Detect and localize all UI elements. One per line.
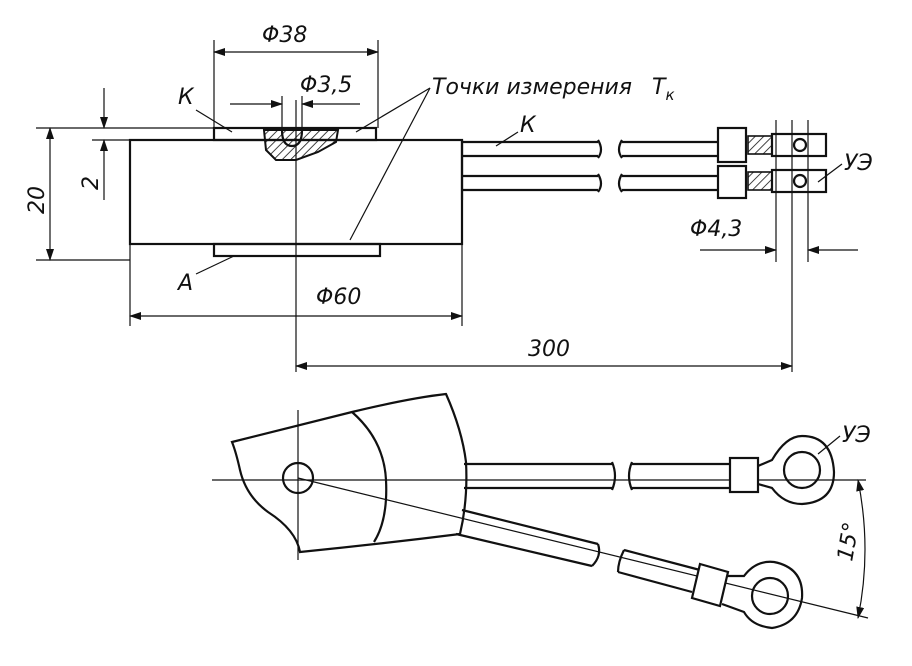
top-wire-ue xyxy=(464,434,836,506)
label-measure-points: Точки измерения xyxy=(432,75,632,100)
label-ue-bottom: УЭ xyxy=(842,423,871,448)
wire-ue xyxy=(462,164,828,200)
label-k-top: К xyxy=(178,85,195,110)
side-view: Φ38 Φ3,5 К Точки измерения Тк К УЭ 20 2 xyxy=(25,23,873,372)
top-wire-k xyxy=(455,508,804,630)
wire-k xyxy=(462,126,828,164)
label-ue-top: УЭ xyxy=(844,151,873,176)
dim-d38: Φ38 xyxy=(262,23,307,48)
top-view: УЭ 15° xyxy=(212,392,871,630)
dim-height-20: 20 xyxy=(25,186,50,214)
bottom-contact-plate xyxy=(212,242,382,258)
dim-d35: Φ3,5 xyxy=(300,73,352,98)
dim-height-2: 2 xyxy=(79,176,104,190)
body-fragment xyxy=(230,392,468,554)
label-k-wire: К xyxy=(520,113,537,138)
dim-d43: Φ4,3 xyxy=(690,217,742,242)
label-tk: Тк xyxy=(652,75,675,104)
label-a: А xyxy=(176,271,193,296)
dim-angle-15: 15° xyxy=(833,520,864,563)
dim-length-300: 300 xyxy=(528,337,570,362)
dim-d60: Φ60 xyxy=(316,285,361,310)
